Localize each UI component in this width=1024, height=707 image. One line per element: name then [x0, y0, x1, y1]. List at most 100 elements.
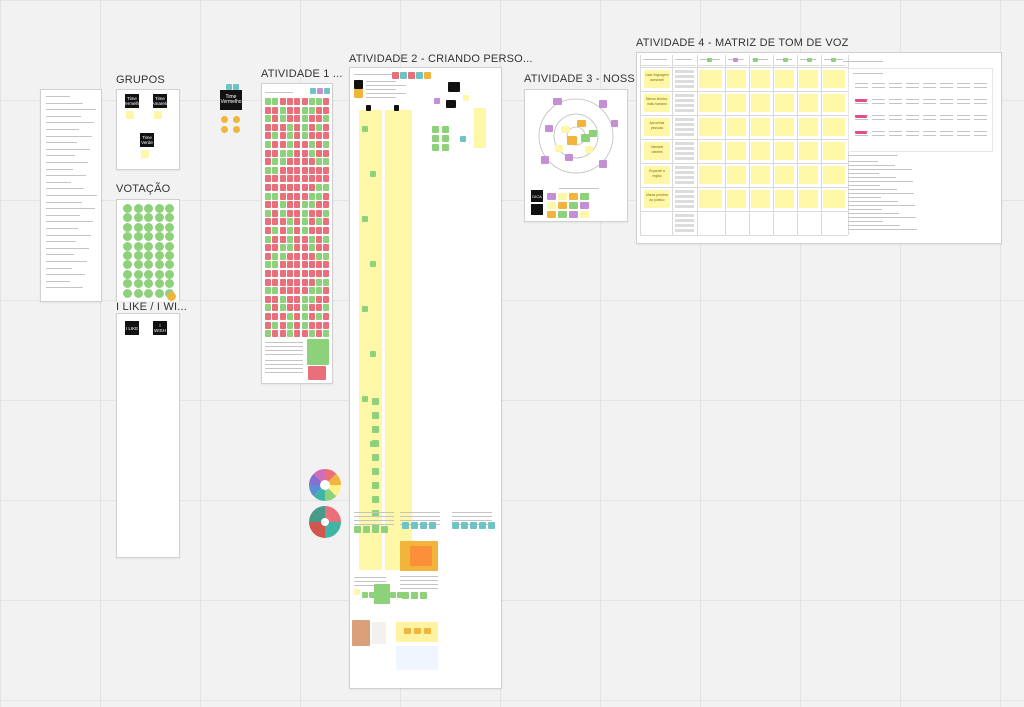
group-card-red[interactable]: Time Vermelho: [122, 94, 142, 108]
vote-dot[interactable]: [154, 232, 164, 242]
sticky-note[interactable]: [545, 125, 553, 132]
sticky-note[interactable]: [286, 209, 293, 217]
sticky-note[interactable]: [855, 115, 867, 118]
sticky-note[interactable]: [372, 398, 379, 405]
sticky-note[interactable]: [308, 261, 315, 269]
sticky-note[interactable]: [362, 396, 368, 402]
sticky-note[interactable]: [279, 218, 286, 226]
sticky-note[interactable]: [308, 141, 315, 148]
sticky-note[interactable]: [308, 115, 315, 123]
vote-dot[interactable]: [123, 251, 132, 260]
sticky-note[interactable]: [432, 135, 439, 142]
sticky-note[interactable]: [294, 218, 301, 226]
sticky-note[interactable]: [323, 235, 330, 243]
sticky-note[interactable]: [553, 98, 562, 105]
sticky-note[interactable]: [294, 98, 301, 105]
sticky-note[interactable]: [294, 166, 301, 174]
vote-dot[interactable]: [165, 251, 174, 260]
agenda-frame[interactable]: [40, 89, 102, 302]
sticky-note[interactable]: [316, 295, 323, 303]
sticky-note[interactable]: [265, 313, 271, 320]
sticky-note[interactable]: [265, 98, 271, 105]
sticky-note[interactable]: [323, 287, 330, 295]
sticky-note[interactable]: [372, 454, 379, 461]
vote-dot[interactable]: [123, 232, 132, 242]
sticky-note[interactable]: [316, 98, 323, 105]
sticky-note[interactable]: [286, 166, 293, 174]
sticky-note[interactable]: [286, 201, 293, 209]
sticky-note[interactable]: [799, 70, 818, 88]
sticky-note[interactable]: [408, 72, 415, 79]
sticky-note[interactable]: [308, 201, 315, 209]
vote-dot[interactable]: [144, 279, 153, 289]
sticky-note[interactable]: [699, 142, 722, 160]
sticky-note[interactable]: [577, 120, 586, 127]
sticky-note[interactable]: [374, 584, 390, 604]
sticky-note[interactable]: [279, 244, 286, 252]
sticky-note[interactable]: [272, 227, 279, 234]
sticky-note[interactable]: [279, 227, 286, 234]
sticky-note[interactable]: [286, 98, 293, 105]
vote-dot[interactable]: [133, 222, 143, 232]
sticky-note[interactable]: [265, 270, 271, 277]
sticky-note[interactable]: [323, 252, 330, 260]
sticky-note[interactable]: [294, 123, 301, 131]
atividade3-frame[interactable]: DICA: [524, 89, 628, 222]
sticky-note[interactable]: [323, 227, 330, 234]
sticky-note[interactable]: [461, 522, 468, 529]
sticky-note[interactable]: [301, 184, 308, 191]
sticky-note[interactable]: [301, 166, 308, 174]
sticky-note[interactable]: [316, 304, 323, 312]
sticky-note[interactable]: [354, 526, 361, 533]
sticky-note[interactable]: [308, 123, 315, 131]
sticky-note[interactable]: [294, 330, 301, 338]
sticky-note[interactable]: [272, 278, 279, 286]
sticky-note[interactable]: [434, 98, 440, 104]
vote-dot[interactable]: [154, 204, 164, 213]
sticky-note[interactable]: [301, 295, 308, 303]
sticky-note[interactable]: [308, 184, 315, 191]
sticky-note[interactable]: [279, 132, 286, 140]
sticky-note[interactable]: [308, 98, 315, 105]
sticky-note[interactable]: [565, 154, 573, 161]
sticky-note[interactable]: [294, 175, 301, 183]
sticky-note[interactable]: [316, 252, 323, 260]
sticky-note[interactable]: [308, 166, 315, 174]
sticky-note[interactable]: [807, 58, 812, 62]
sticky-note[interactable]: [372, 426, 379, 433]
sticky-note[interactable]: [775, 142, 794, 160]
sticky-note[interactable]: [294, 270, 301, 277]
dica-card[interactable]: DICA: [531, 190, 543, 202]
sticky-note[interactable]: [279, 123, 286, 131]
sticky-note[interactable]: [394, 105, 399, 111]
sticky-note[interactable]: [308, 304, 315, 312]
vote-dot[interactable]: [133, 260, 143, 270]
sticky-note[interactable]: [474, 108, 486, 148]
sticky-note[interactable]: [316, 330, 323, 338]
sticky-note[interactable]: [226, 84, 232, 90]
vote-dot[interactable]: [165, 222, 174, 232]
sticky-note[interactable]: [316, 132, 323, 140]
sticky-note[interactable]: [286, 175, 293, 183]
sticky-note[interactable]: [301, 201, 308, 209]
sticky-note[interactable]: [420, 592, 427, 599]
sticky-note[interactable]: [699, 118, 722, 136]
sticky-note[interactable]: [279, 235, 286, 243]
vote-dot[interactable]: [144, 213, 153, 223]
sticky-note[interactable]: [362, 126, 368, 132]
sticky-note[interactable]: [279, 166, 286, 174]
sticky-note[interactable]: [265, 287, 271, 295]
sticky-note[interactable]: [416, 72, 423, 79]
sticky-note[interactable]: [561, 126, 570, 133]
sticky-note[interactable]: [265, 304, 271, 312]
sticky-note[interactable]: [323, 278, 330, 286]
sticky-note[interactable]: [265, 184, 271, 191]
sticky-note[interactable]: [775, 118, 794, 136]
sticky-note[interactable]: [301, 330, 308, 338]
sticky-note[interactable]: [411, 592, 418, 599]
sticky-note[interactable]: [317, 88, 323, 94]
sticky-note[interactable]: [294, 278, 301, 286]
sticky-note[interactable]: [316, 261, 323, 269]
sticky-note[interactable]: [308, 209, 315, 217]
